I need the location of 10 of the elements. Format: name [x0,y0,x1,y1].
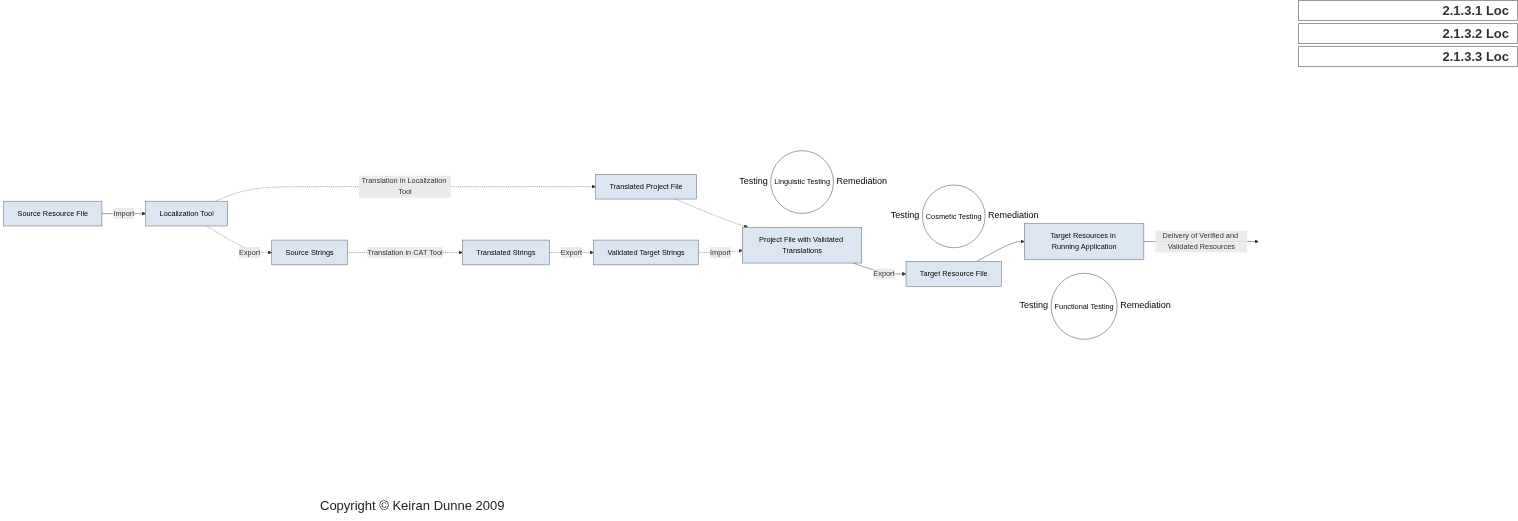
copyright-note: Copyright © Keiran Dunne 2009 [320,498,505,513]
beside-text: Remediation [1120,300,1171,311]
beside-text: Testing [1019,300,1049,311]
beside-text: Remediation [836,176,887,187]
beside-text: Remediation [988,210,1039,221]
beside-text: Testing [739,176,768,187]
table-row: 2.1.3.2 Loc [1298,23,1518,44]
table-row: 2.1.3.3 Loc [1298,46,1518,67]
table-row: 2.1.3.1 Loc [1298,0,1518,21]
beside-text: Testing [890,210,920,221]
